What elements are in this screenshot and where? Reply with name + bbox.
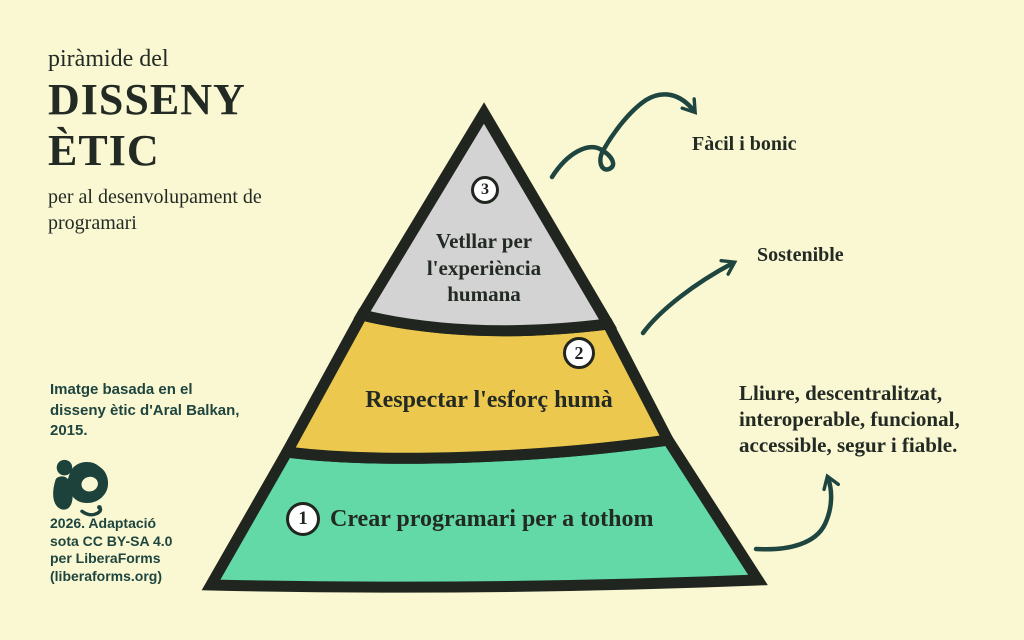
level-3-label: Vetllar per l'experiència humana [426,229,542,306]
annotation-bottom-label: Lliure, descentralitzat, interoperable, … [739,381,960,457]
pyramid-level-3-shape [353,102,617,337]
level-1-number: 1 [298,508,308,529]
title-block: piràmide del DISSENY ÈTIC per al desenvo… [48,44,288,236]
attribution-note: Imatge basada en el disseny ètic d'Aral … [50,381,240,439]
annotation-arrow-middle [640,259,738,336]
level-2-number-badge: 2 [563,337,595,369]
level-1-row: 1 Crear programari per a tothom [286,502,654,536]
credit-note: 2026. Adaptació sota CC BY-SA 4.0 per Li… [50,515,173,584]
level-3-number-badge: 3 [471,176,499,204]
level-2-number: 2 [574,342,584,363]
title-kicker: piràmide del [48,46,169,72]
title-subtitle: per al desenvolupament de programari [48,186,262,234]
title-main-line-2: ÈTIC [48,126,160,175]
level-3-number: 3 [481,181,489,198]
level-1-number-badge: 1 [286,502,320,536]
title-main-line-1: DISSENY [48,75,246,124]
annotation-arrow-bottom [753,473,840,552]
level-1-label: Crear programari per a tothom [330,505,654,532]
annotation-middle-label: Sostenible [757,244,844,266]
annotation-top-label: Fàcil i bonic [692,133,797,155]
level-2-label: Respectar l'esforç humà [365,387,613,413]
annotation-arrow-top [549,92,698,180]
liberaforms-logo [53,459,109,517]
